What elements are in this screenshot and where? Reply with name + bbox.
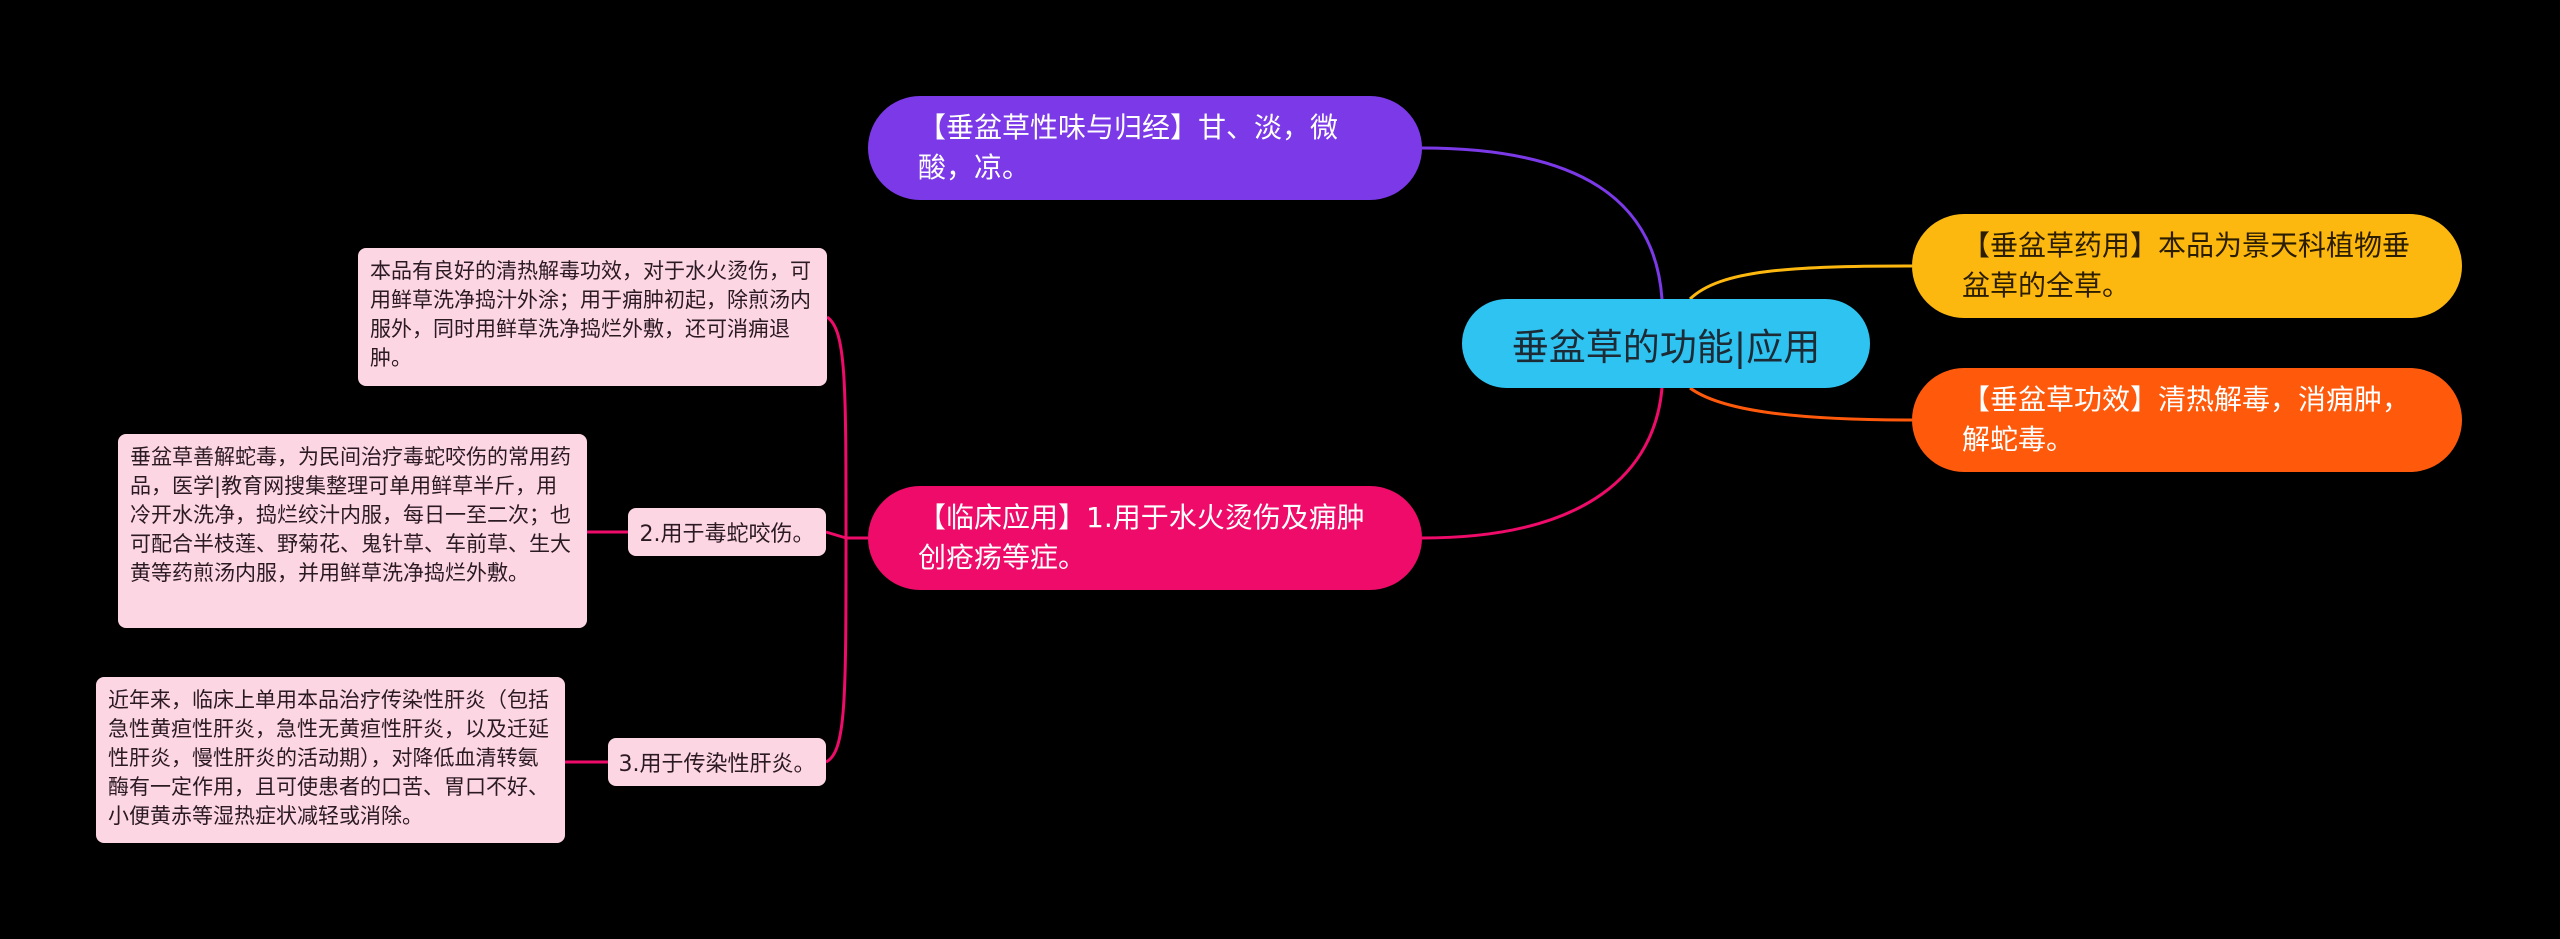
clinical-detail-snakebite[interactable]: 垂盆草善解蛇毒，为民间治疗毒蛇咬伤的常用药品，医学|教育网搜集整理可单用鲜草半斤… xyxy=(118,434,587,628)
clinical-detail-hepatitis-text: 近年来，临床上单用本品治疗传染性肝炎（包括急性黄疸性肝炎，急性无黄疸性肝炎，以及… xyxy=(108,688,549,828)
branch-taste-text: 【垂盆草性味与归经】甘、淡，微酸，凉。 xyxy=(918,111,1339,184)
branch-effect[interactable]: 【垂盆草功效】清热解毒，消痈肿，解蛇毒。 xyxy=(1912,368,2462,472)
branch-medicine[interactable]: 【垂盆草药用】本品为景天科植物垂盆草的全草。 xyxy=(1912,214,2462,318)
clinical-leaf-hepatitis-text: 3.用于传染性肝炎。 xyxy=(618,752,816,777)
central-topic[interactable]: 垂盆草的功能|应用 xyxy=(1462,299,1870,388)
clinical-leaf-snakebite[interactable]: 2.用于毒蛇咬伤。 xyxy=(628,508,826,556)
branch-taste[interactable]: 【垂盆草性味与归经】甘、淡，微酸，凉。 xyxy=(868,96,1422,200)
link-center-taste xyxy=(1421,146,1664,300)
clinical-leaf-hepatitis[interactable]: 3.用于传染性肝炎。 xyxy=(608,738,826,786)
link-clinical-trunk xyxy=(825,315,868,764)
link-center-medicine xyxy=(1688,264,1913,301)
branch-medicine-text: 【垂盆草药用】本品为景天科植物垂盆草的全草。 xyxy=(1962,229,2411,302)
clinical-detail-burns-text: 本品有良好的清热解毒功效，对于水火烫伤，可用鲜草洗净捣汁外涂；用于痈肿初起，除煎… xyxy=(370,259,811,370)
branch-clinical-text: 【临床应用】1.用于水火烫伤及痈肿创疮疡等症。 xyxy=(918,501,1365,574)
clinical-detail-hepatitis[interactable]: 近年来，临床上单用本品治疗传染性肝炎（包括急性黄疸性肝炎，急性无黄疸性肝炎，以及… xyxy=(96,677,565,843)
link-center-clinical xyxy=(1421,387,1664,540)
central-topic-text: 垂盆草的功能|应用 xyxy=(1511,325,1821,369)
clinical-detail-burns[interactable]: 本品有良好的清热解毒功效，对于水火烫伤，可用鲜草洗净捣汁外涂；用于痈肿初起，除煎… xyxy=(358,248,827,386)
branch-clinical[interactable]: 【临床应用】1.用于水火烫伤及痈肿创疮疡等症。 xyxy=(868,486,1422,590)
clinical-detail-snakebite-text: 垂盆草善解蛇毒，为民间治疗毒蛇咬伤的常用药品，医学|教育网搜集整理可单用鲜草半斤… xyxy=(130,445,571,585)
link-center-effect xyxy=(1689,386,1913,422)
branch-effect-text: 【垂盆草功效】清热解毒，消痈肿，解蛇毒。 xyxy=(1962,383,2411,456)
clinical-leaf-snakebite-text: 2.用于毒蛇咬伤。 xyxy=(639,522,815,547)
